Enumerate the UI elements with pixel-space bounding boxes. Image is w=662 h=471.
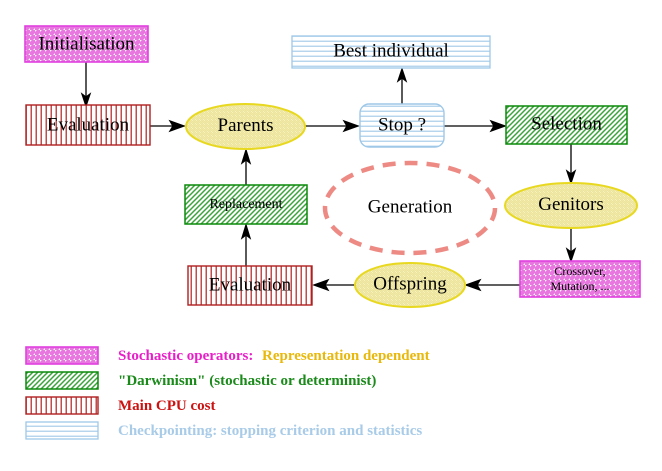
legend-item-darwinism: "Darwinism" (stochastic or determinist) bbox=[25, 371, 376, 390]
edge-stop-to-best-individual bbox=[396, 66, 408, 104]
node-crossover-mutation-label-line2: Mutation, ... bbox=[551, 279, 610, 293]
node-parents[interactable]: Parents bbox=[185, 103, 306, 150]
edge-offspring-to-evaluation bbox=[312, 278, 355, 292]
node-selection[interactable]: Selection bbox=[505, 105, 628, 145]
edge-genitors-to-crossover bbox=[565, 228, 577, 264]
node-initialisation-label: Initialisation bbox=[38, 33, 135, 54]
legend-item-main-cpu-cost: Main CPU cost bbox=[25, 396, 216, 415]
node-crossover-mutation[interactable]: Crossover, Mutation, ... bbox=[519, 260, 641, 298]
node-evaluation-bottom-label: Evaluation bbox=[209, 274, 292, 295]
legend-swatch-green-hatch bbox=[25, 371, 99, 390]
edge-replacement-to-parents bbox=[240, 147, 252, 185]
edges-layer bbox=[80, 62, 577, 292]
node-generation: Generation bbox=[322, 160, 498, 256]
node-genitors-label: Genitors bbox=[538, 194, 603, 215]
node-best-individual-label: Best individual bbox=[333, 40, 449, 61]
legend-item-stochastic-operators: Stochastic operators: Representation dep… bbox=[25, 346, 430, 365]
edge-eval-to-parents bbox=[150, 119, 186, 133]
legend-label-stochastic-operators: Stochastic operators: bbox=[118, 348, 253, 364]
legend-item-checkpointing: Checkpointing: stopping criterion and st… bbox=[25, 421, 422, 440]
legend-swatch-magenta-hatch bbox=[25, 346, 99, 365]
node-stop[interactable]: Stop ? bbox=[359, 103, 445, 148]
legend-swatch-blue-hlines bbox=[25, 421, 99, 440]
legend: Stochastic operators: Representation dep… bbox=[25, 346, 430, 440]
edge-stop-to-selection bbox=[444, 119, 507, 133]
node-best-individual[interactable]: Best individual bbox=[291, 35, 491, 69]
node-evaluation-top[interactable]: Evaluation bbox=[25, 104, 151, 146]
legend-label-checkpointing: Checkpointing: stopping criterion and st… bbox=[118, 423, 422, 439]
node-generation-label: Generation bbox=[368, 196, 453, 217]
node-offspring[interactable]: Offspring bbox=[354, 262, 466, 308]
node-genitors[interactable]: Genitors bbox=[504, 182, 638, 229]
node-replacement[interactable]: Replacement bbox=[184, 184, 308, 225]
node-replacement-label: Replacement bbox=[209, 197, 282, 212]
edge-selection-to-genitors bbox=[565, 144, 577, 186]
node-crossover-mutation-label-line1: Crossover, bbox=[554, 264, 605, 278]
legend-label-representation-dependent: Representation dependent bbox=[262, 348, 430, 364]
edge-crossover-to-offspring bbox=[464, 278, 520, 292]
node-initialisation[interactable]: Initialisation bbox=[24, 25, 149, 63]
legend-label-darwinism: "Darwinism" (stochastic or determinist) bbox=[118, 373, 376, 389]
node-selection-label: Selection bbox=[531, 113, 602, 134]
legend-swatch-red-vlines bbox=[25, 396, 99, 415]
node-stop-label: Stop ? bbox=[378, 114, 426, 135]
node-parents-label: Parents bbox=[218, 115, 274, 136]
legend-label-main-cpu-cost: Main CPU cost bbox=[118, 398, 216, 414]
edge-init-to-eval bbox=[80, 62, 92, 109]
node-evaluation-bottom[interactable]: Evaluation bbox=[187, 265, 313, 306]
node-evaluation-top-label: Evaluation bbox=[47, 114, 130, 135]
node-offspring-label: Offspring bbox=[373, 273, 447, 294]
edge-evaluation-to-replacement bbox=[240, 222, 252, 266]
edge-parents-to-stop bbox=[305, 119, 360, 133]
